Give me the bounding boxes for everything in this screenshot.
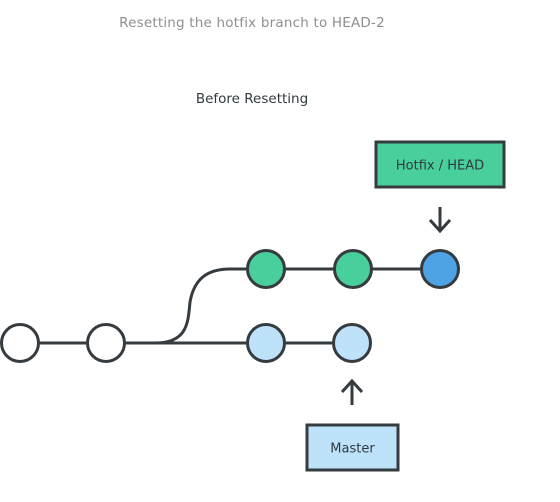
diagram-subtitle: Before Resetting <box>195 91 309 107</box>
arrow-down-icon <box>428 207 452 234</box>
hotfix-commit-2 <box>333 249 373 289</box>
hotfix-branch-curve <box>125 267 440 345</box>
commit-node-1 <box>0 323 40 363</box>
master-label-text: Master <box>330 442 375 457</box>
hotfix-commit-1 <box>246 249 286 289</box>
master-label-box <box>305 423 400 472</box>
master-commit-2 <box>332 323 372 363</box>
commit-node-2 <box>86 323 126 363</box>
arrow-up-icon <box>340 378 364 405</box>
hotfix-head-label: Hotfix / HEAD <box>374 140 506 189</box>
commits <box>0 249 460 363</box>
branch-lines <box>20 267 440 345</box>
diagram-title: Resetting the hotfix branch to HEAD-2 <box>119 15 385 31</box>
hotfix-label-text: Hotfix / HEAD <box>396 159 484 174</box>
master-commit-1 <box>246 323 286 363</box>
head-commit <box>420 249 460 289</box>
hotfix-label-box <box>374 140 506 189</box>
master-label: Master <box>305 423 400 472</box>
